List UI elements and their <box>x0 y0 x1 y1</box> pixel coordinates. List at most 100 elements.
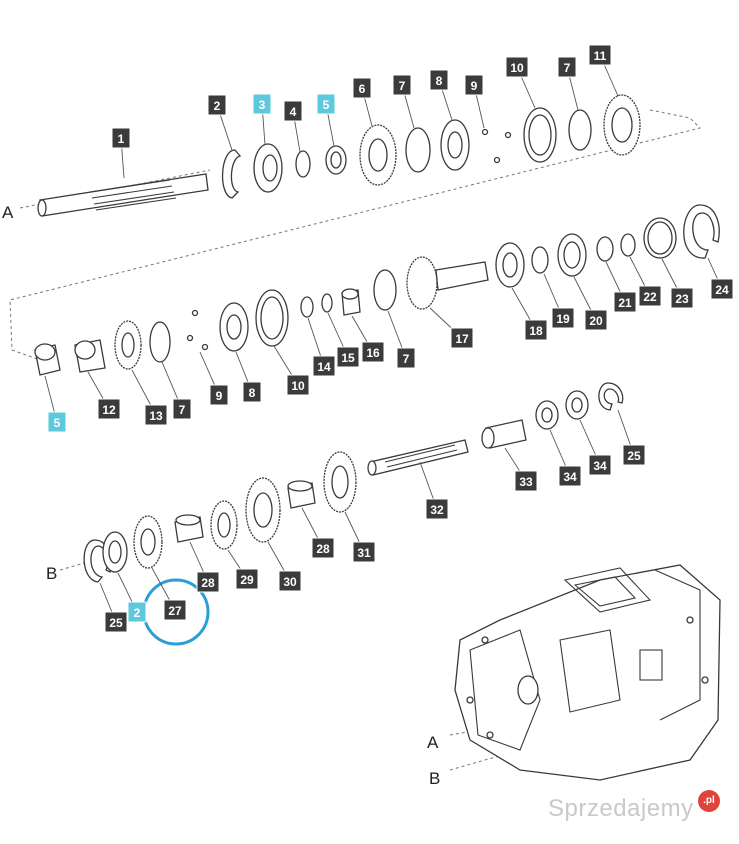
part-tag-box <box>286 374 310 396</box>
housing-label-a: A <box>427 733 439 752</box>
part-tag-box <box>311 537 335 559</box>
part-tag-box <box>429 69 449 91</box>
part-tag-12: 12 <box>97 398 121 420</box>
shaft-label-a: A <box>2 203 14 222</box>
part-tag-20: 20 <box>584 309 608 331</box>
part-tag-box <box>336 346 360 368</box>
part-tag-number: 7 <box>179 403 186 417</box>
part-tag-27: 27 <box>163 599 187 621</box>
layshaft <box>367 439 469 476</box>
part-tag-5: 5 <box>316 93 336 115</box>
part-tag-number: 19 <box>556 312 570 326</box>
part-tag-box <box>316 93 336 115</box>
part-tag-number: 34 <box>563 470 577 484</box>
part-tag-number: 7 <box>403 352 410 366</box>
part-tag-number: 8 <box>249 386 256 400</box>
part-tag-4: 4 <box>283 100 303 122</box>
part-tag-box <box>638 285 662 307</box>
needle-bearing <box>325 145 347 175</box>
part-tag-32: 32 <box>425 498 449 520</box>
part-tag-30: 30 <box>278 570 302 592</box>
part-tag-box <box>252 93 272 115</box>
part-tag-number: 10 <box>510 61 524 75</box>
shaft-label-b: B <box>46 564 57 583</box>
large-ring <box>643 217 677 259</box>
part-tag-6: 6 <box>352 77 372 99</box>
part-tag-33: 33 <box>514 470 538 492</box>
part-tag-25: 25 <box>622 444 646 466</box>
part-tag-box <box>505 56 529 78</box>
pinion-shaft <box>406 256 489 310</box>
part-tag-box <box>464 74 484 96</box>
part-tag-10: 10 <box>505 56 529 78</box>
part-tag-25: 25 <box>104 611 128 633</box>
part-tag-28: 28 <box>196 571 220 593</box>
part-tag-31: 31 <box>352 541 376 563</box>
part-tag-16: 16 <box>361 341 385 363</box>
part-tag-34: 34 <box>558 465 582 487</box>
gearbox-housing <box>454 564 721 781</box>
part-tag-7: 7 <box>392 74 412 96</box>
part-tag-7: 7 <box>172 398 192 420</box>
part-tag-number: 32 <box>430 503 444 517</box>
part-tag-number: 9 <box>216 389 223 403</box>
part-tag-box <box>514 470 538 492</box>
ring <box>620 233 636 257</box>
snap-ring <box>221 149 242 199</box>
part-tag-28: 28 <box>311 537 335 559</box>
part-tag-box <box>551 307 575 329</box>
part-tag-box <box>588 454 612 476</box>
part-tag-22: 22 <box>638 285 662 307</box>
part-tag-1: 1 <box>111 127 131 149</box>
part-tag-9: 9 <box>209 384 229 406</box>
part-tag-21: 21 <box>613 291 637 313</box>
main-shaft <box>37 173 209 217</box>
ring <box>596 236 614 262</box>
part-tag-34: 34 <box>588 454 612 476</box>
part-tag-number: 33 <box>519 475 533 489</box>
part-tag-13: 13 <box>144 404 168 426</box>
part-tag-box <box>207 94 227 116</box>
part-tag-number: 34 <box>593 459 607 473</box>
ring <box>321 293 333 313</box>
part-tag-box <box>235 568 259 590</box>
part-tag-box <box>352 541 376 563</box>
part-tag-number: 2 <box>134 606 141 620</box>
part-tag-number: 28 <box>201 576 215 590</box>
bushing <box>174 514 204 543</box>
gear <box>210 500 238 550</box>
bearing <box>102 531 128 573</box>
part-tag-box <box>557 56 577 78</box>
needle-bearing <box>341 288 361 316</box>
part-tag-2: 2 <box>127 601 147 623</box>
part-tag-number: 2 <box>214 99 221 113</box>
part-tag-number: 29 <box>240 573 254 587</box>
part-tag-number: 6 <box>359 82 366 96</box>
part-tag-10: 10 <box>286 374 310 396</box>
part-tag-box <box>670 287 694 309</box>
part-tag-8: 8 <box>429 69 449 91</box>
bearing <box>253 143 283 193</box>
part-tag-number: 24 <box>715 283 729 297</box>
gear <box>133 515 163 569</box>
bearing <box>557 233 587 277</box>
part-tag-box <box>588 44 612 66</box>
part-tag-box <box>163 599 187 621</box>
part-tag-2: 2 <box>207 94 227 116</box>
part-tag-box <box>172 398 192 420</box>
gear <box>359 124 397 186</box>
detent-parts <box>186 309 209 351</box>
gear <box>245 477 281 543</box>
part-tag-number: 27 <box>168 604 182 618</box>
detent-parts <box>481 128 512 164</box>
bearing <box>565 390 589 420</box>
part-tag-box <box>278 570 302 592</box>
sliding-sleeve <box>255 289 289 347</box>
part-tag-number: 25 <box>627 449 641 463</box>
bearing <box>495 242 525 288</box>
watermark-text: Sprzedajemy <box>548 795 694 822</box>
gear <box>603 94 641 156</box>
part-tag-box <box>97 398 121 420</box>
